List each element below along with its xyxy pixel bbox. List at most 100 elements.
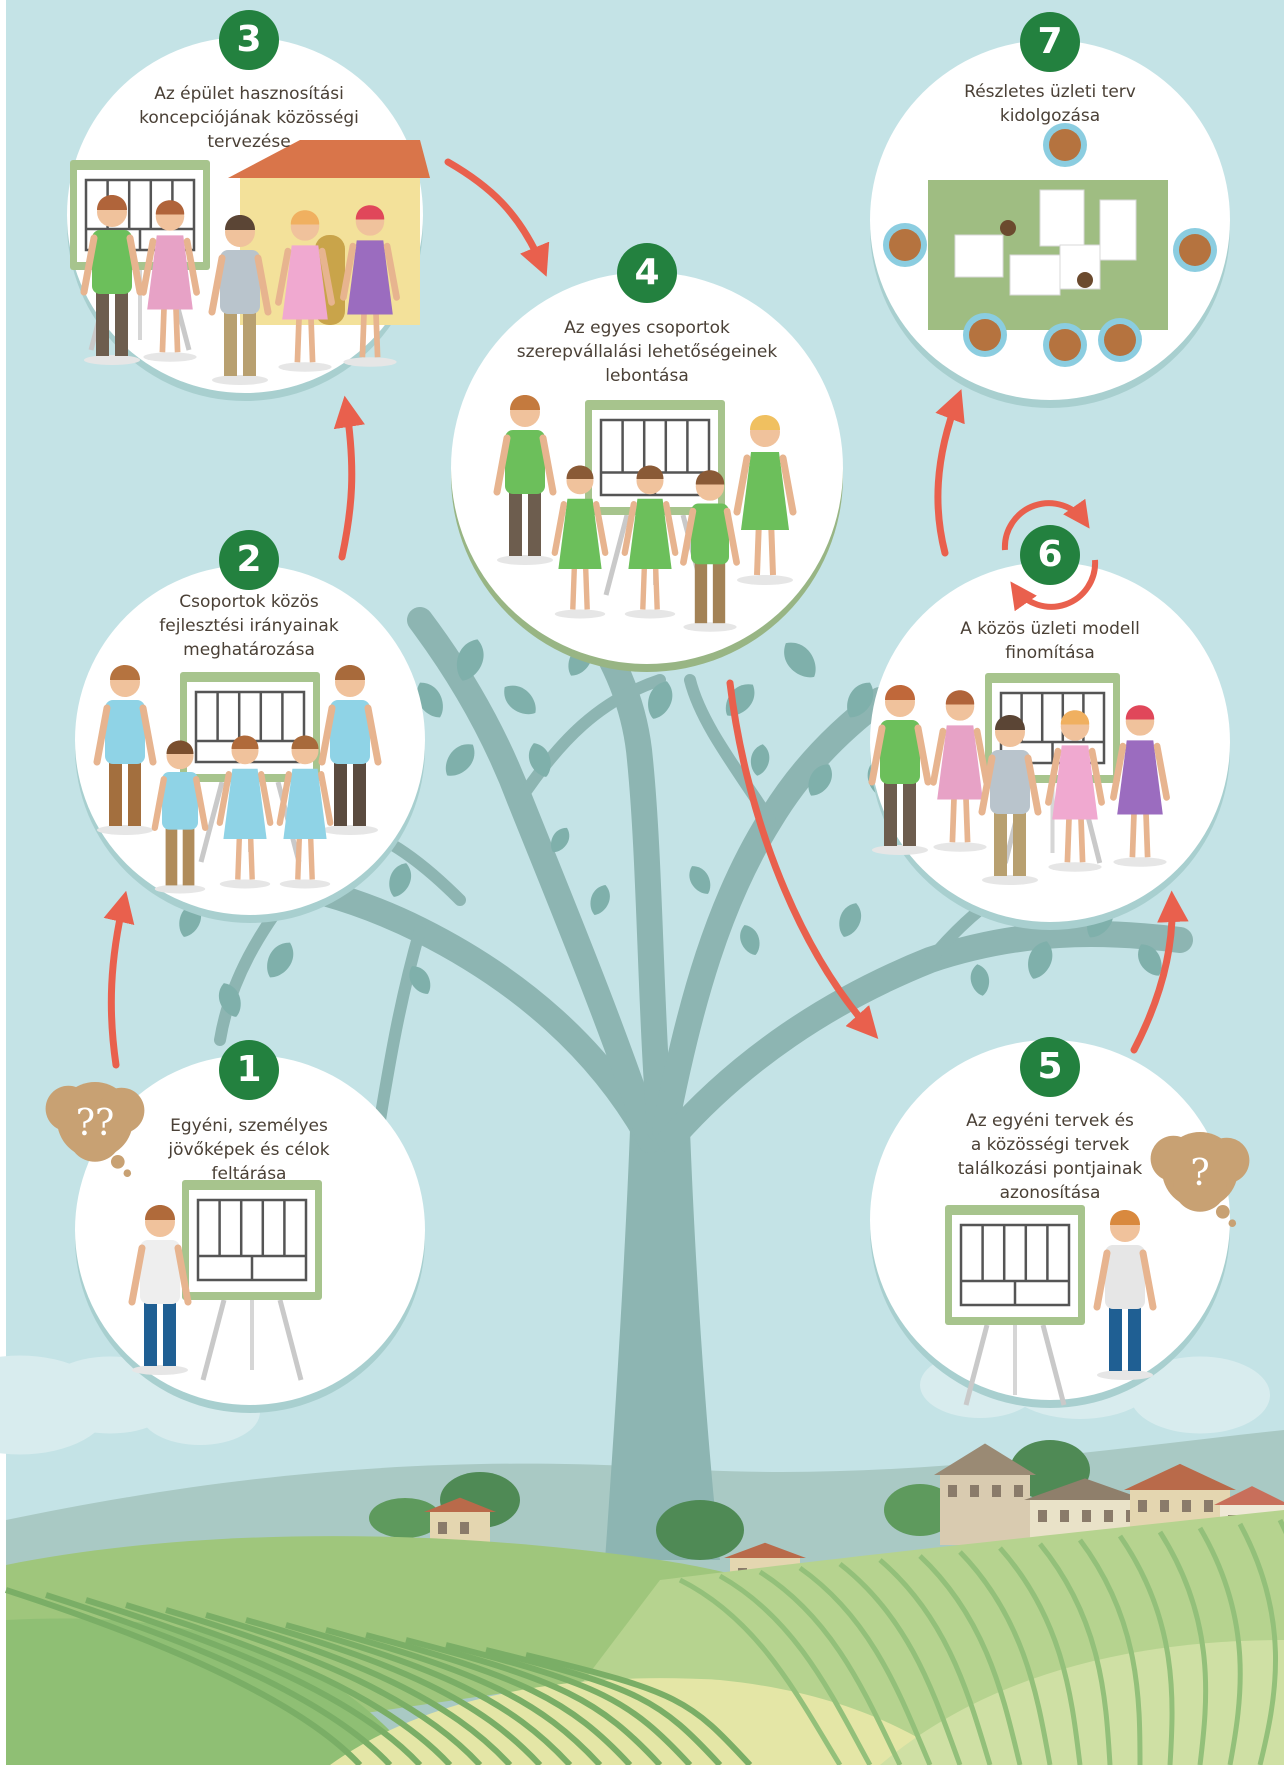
crop-row: [1077, 1538, 1143, 1765]
person-arm: [914, 724, 932, 786]
person-arm: [258, 771, 274, 826]
person-dress: [937, 725, 983, 800]
person-leg: [509, 490, 522, 556]
person-dress: [741, 452, 789, 530]
person-hair: [566, 465, 594, 479]
flow-arrow-icon: [726, 679, 879, 1040]
bush: [369, 1498, 441, 1538]
crop-row: [165, 1607, 483, 1765]
person-arm: [868, 724, 886, 786]
person-arm: [216, 771, 232, 826]
crop-row: [878, 1558, 993, 1765]
person-leg: [712, 560, 726, 624]
flow-arrow-icon: [444, 158, 550, 277]
person-arm: [139, 704, 157, 766]
house-window: [1082, 1510, 1091, 1522]
step-6: 6 A közös üzleti modell finomítása: [900, 525, 1200, 675]
caption-line: Az egyes csoportok: [564, 318, 730, 338]
person-icon: [276, 735, 334, 889]
person-icon: [340, 205, 400, 367]
caption-line: finomítása: [1005, 643, 1095, 663]
tree-leaf: [1028, 941, 1053, 979]
person-shadow: [933, 842, 987, 852]
left-margin: [0, 0, 6, 1765]
person-icon: [978, 715, 1042, 885]
house-window: [948, 1485, 957, 1497]
person-icon: [318, 665, 382, 835]
flipchart-icon: [182, 1180, 322, 1381]
person-shadow: [219, 879, 271, 889]
person-arm: [1088, 747, 1105, 806]
person-leg: [528, 490, 541, 556]
tree-leaf: [648, 681, 673, 719]
tree-leaf: [1138, 944, 1162, 976]
crop-row: [85, 1597, 423, 1765]
person-icon: [80, 195, 144, 365]
tree-leaf: [528, 743, 551, 777]
bubble-dot: [1228, 1219, 1237, 1227]
person-arm: [174, 1244, 192, 1306]
flipchart-icon: [945, 1205, 1085, 1406]
person-arm: [193, 776, 209, 831]
step-4: 4 Az egyes csoportok szerepvállalási leh…: [497, 243, 797, 393]
caption-line: Az egyéni tervek és: [966, 1111, 1134, 1131]
thought-bubble-icon: ??: [45, 1082, 145, 1177]
person-arm: [539, 434, 557, 496]
house-window: [992, 1485, 1001, 1497]
person-arm: [551, 501, 567, 556]
crop-row: [485, 1647, 723, 1765]
house-window: [1204, 1500, 1213, 1512]
step-caption: Egyéni, személyes jövőképek és célok fel…: [99, 1114, 399, 1186]
person-arm: [930, 727, 947, 786]
tree-leaf: [267, 942, 294, 978]
flipchart-leg: [277, 1299, 304, 1381]
step-caption: Az épület hasznosítási koncepciójának kö…: [99, 82, 399, 154]
person-hair: [995, 715, 1025, 730]
person-shadow: [143, 352, 197, 362]
person-head: [1049, 329, 1081, 361]
person-icon: [275, 210, 335, 372]
person-dress: [223, 768, 267, 839]
person-icon: [733, 415, 797, 585]
person-arm: [254, 254, 272, 316]
person-dress: [1117, 740, 1163, 815]
scene-7: [883, 123, 1217, 367]
caption-line: Csoportok közös: [179, 592, 319, 612]
thought-text: ?: [1190, 1153, 1209, 1194]
tree-branch: [652, 687, 893, 1143]
step-caption: Részletes üzleti terv kidolgozása: [900, 80, 1200, 128]
crop-row: [1197, 1526, 1243, 1765]
document-sheet: [1039, 189, 1085, 247]
step-number-badge: 7: [1020, 12, 1080, 72]
person-torso: [92, 230, 132, 294]
person-shadow: [554, 609, 606, 619]
person-arm: [978, 754, 996, 816]
person-shadow: [84, 355, 140, 365]
crop-row: [285, 1622, 573, 1765]
scene-3: [70, 140, 430, 385]
arrows: [103, 158, 1189, 1069]
person-hair: [110, 665, 140, 680]
person-hair: [290, 210, 320, 225]
person-arm: [1110, 742, 1127, 801]
caption-line: feltárása: [211, 1164, 287, 1184]
person-leg: [144, 1300, 157, 1366]
person-shadow: [872, 845, 928, 855]
person-arm: [318, 771, 334, 826]
step-number-badge: 2: [219, 530, 279, 590]
person-arm: [1139, 1249, 1157, 1311]
crop-row: [205, 1612, 513, 1765]
person-icon: [1045, 710, 1105, 872]
tree-leaf: [456, 639, 484, 681]
crop-row: [758, 1569, 903, 1765]
tree-branch: [514, 674, 666, 806]
person-arm: [383, 242, 400, 301]
flow-arrow-icon: [103, 890, 135, 1069]
caption-line: tervezése: [207, 132, 291, 152]
person-hair: [1125, 705, 1155, 720]
house-window: [438, 1522, 447, 1534]
person-hair: [510, 395, 540, 410]
crop-row: [525, 1652, 753, 1765]
person-torso: [105, 700, 145, 764]
crop-row: [1157, 1530, 1209, 1765]
